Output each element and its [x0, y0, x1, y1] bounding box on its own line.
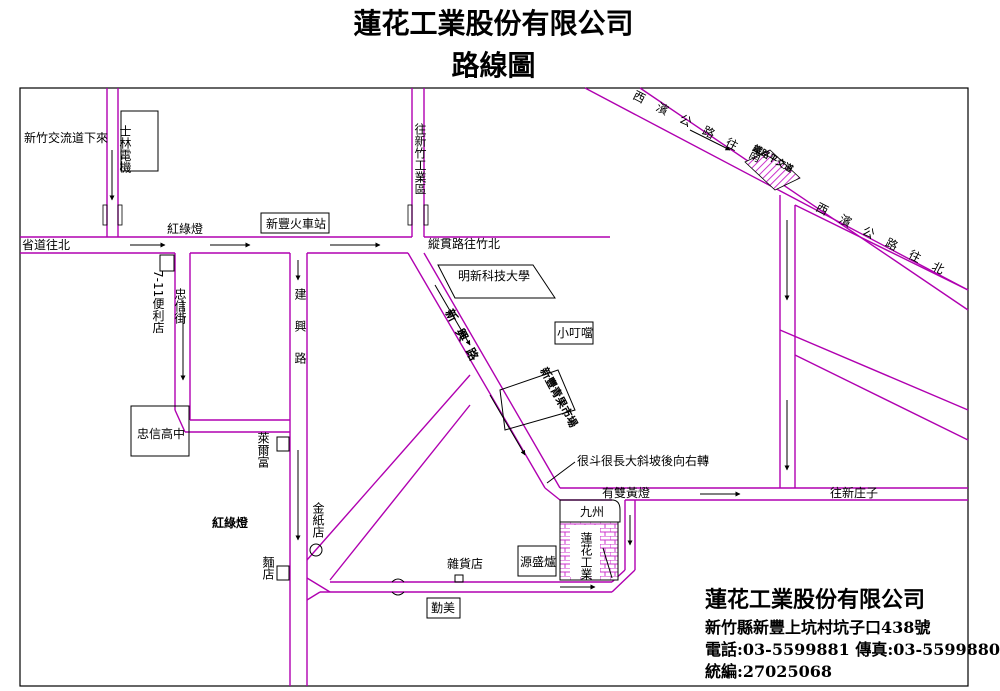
label-grocery: 雜貨店 — [447, 556, 483, 571]
company-phone-fax: 電話:03-5599881 傳真:03-5599880 — [705, 640, 1000, 659]
label-hsinchu-interchange: 新竹交流道下來 — [24, 130, 108, 145]
label-west-coast-south: 西濱公路往南 — [631, 87, 777, 171]
laierfu-box — [276, 436, 290, 452]
label-to-xinzhu-industrial: 往新竹工業區 — [413, 122, 427, 195]
label-traffic-light-2: 紅綠燈 — [212, 515, 249, 530]
label-noodle: 麵店 — [261, 556, 275, 580]
company-address: 新竹縣新豐上坑村坑子口438號 — [705, 618, 931, 637]
label-to-xinzhuangzi: 往新庄子 — [830, 485, 878, 500]
shilin-building — [120, 110, 159, 172]
label-you-shuang-huang: 有雙黃燈 — [602, 485, 650, 500]
label-laierfu: 萊爾富 — [256, 432, 270, 469]
zhongxin-high-box — [130, 405, 190, 457]
xinfeng-station-box — [260, 212, 330, 234]
label-zhongxin-high: 忠信高中 — [137, 426, 185, 441]
label-xinfeng-station: 新豐火車站 — [266, 216, 326, 231]
label-slope-hint: 很斗很長大斜坡後向右轉 — [577, 453, 709, 468]
label-zhubei-road: 縱貫路往竹北 — [428, 236, 500, 251]
label-qinmei: 勤美 — [431, 601, 455, 615]
label-zhongxin-st: 忠信街 — [173, 288, 187, 324]
label-xinfeng-market: 新豐青果市場 — [537, 365, 580, 430]
route-arrows — [109, 129, 790, 590]
xiaodingdang-box — [554, 321, 594, 345]
label-seven-eleven: 7-11便利店 — [151, 270, 165, 333]
rail-crossing-hatch — [744, 149, 801, 191]
label-traffic-light-1: 紅綠燈 — [167, 221, 203, 236]
noodle-box — [276, 565, 290, 581]
label-shilin: 士林電機 — [118, 125, 132, 173]
slope-pointer — [546, 461, 576, 484]
company-tax-id: 統編:27025068 — [705, 662, 832, 681]
map-title: 蓮花工業股份有限公司 — [353, 7, 634, 40]
label-minghsin: 明新科技大學 — [458, 268, 530, 283]
label-jianxing-rd: 建興路 — [293, 288, 307, 384]
label-lianhua-vertical: 蓮花工業 — [579, 532, 593, 580]
map-frame — [19, 87, 969, 687]
yuansheng-box — [517, 545, 557, 577]
jinzhi-marker — [309, 543, 323, 557]
label-xiaodingdang: 小叮噹 — [557, 326, 593, 340]
label-provincial-north: 省道往北 — [22, 237, 70, 252]
label-jiuzhou: 九州 — [580, 505, 604, 519]
grocery-marker — [454, 574, 464, 583]
company-name: 蓮花工業股份有限公司 — [705, 587, 926, 613]
jiuzhou-box — [559, 499, 621, 523]
label-yuansheng: 源盛爐 — [520, 554, 556, 569]
label-jinzhi: 金紙店 — [311, 501, 325, 538]
qinmei-box — [426, 597, 461, 619]
label-xinhe-rd: 新興路 — [442, 306, 486, 371]
seven-eleven-box — [159, 254, 175, 272]
market-building — [499, 369, 576, 431]
map-subtitle: 路線圖 — [451, 49, 536, 82]
label-west-coast-north: 西濱公路往北 — [814, 199, 960, 283]
minghsin-building — [437, 264, 556, 299]
